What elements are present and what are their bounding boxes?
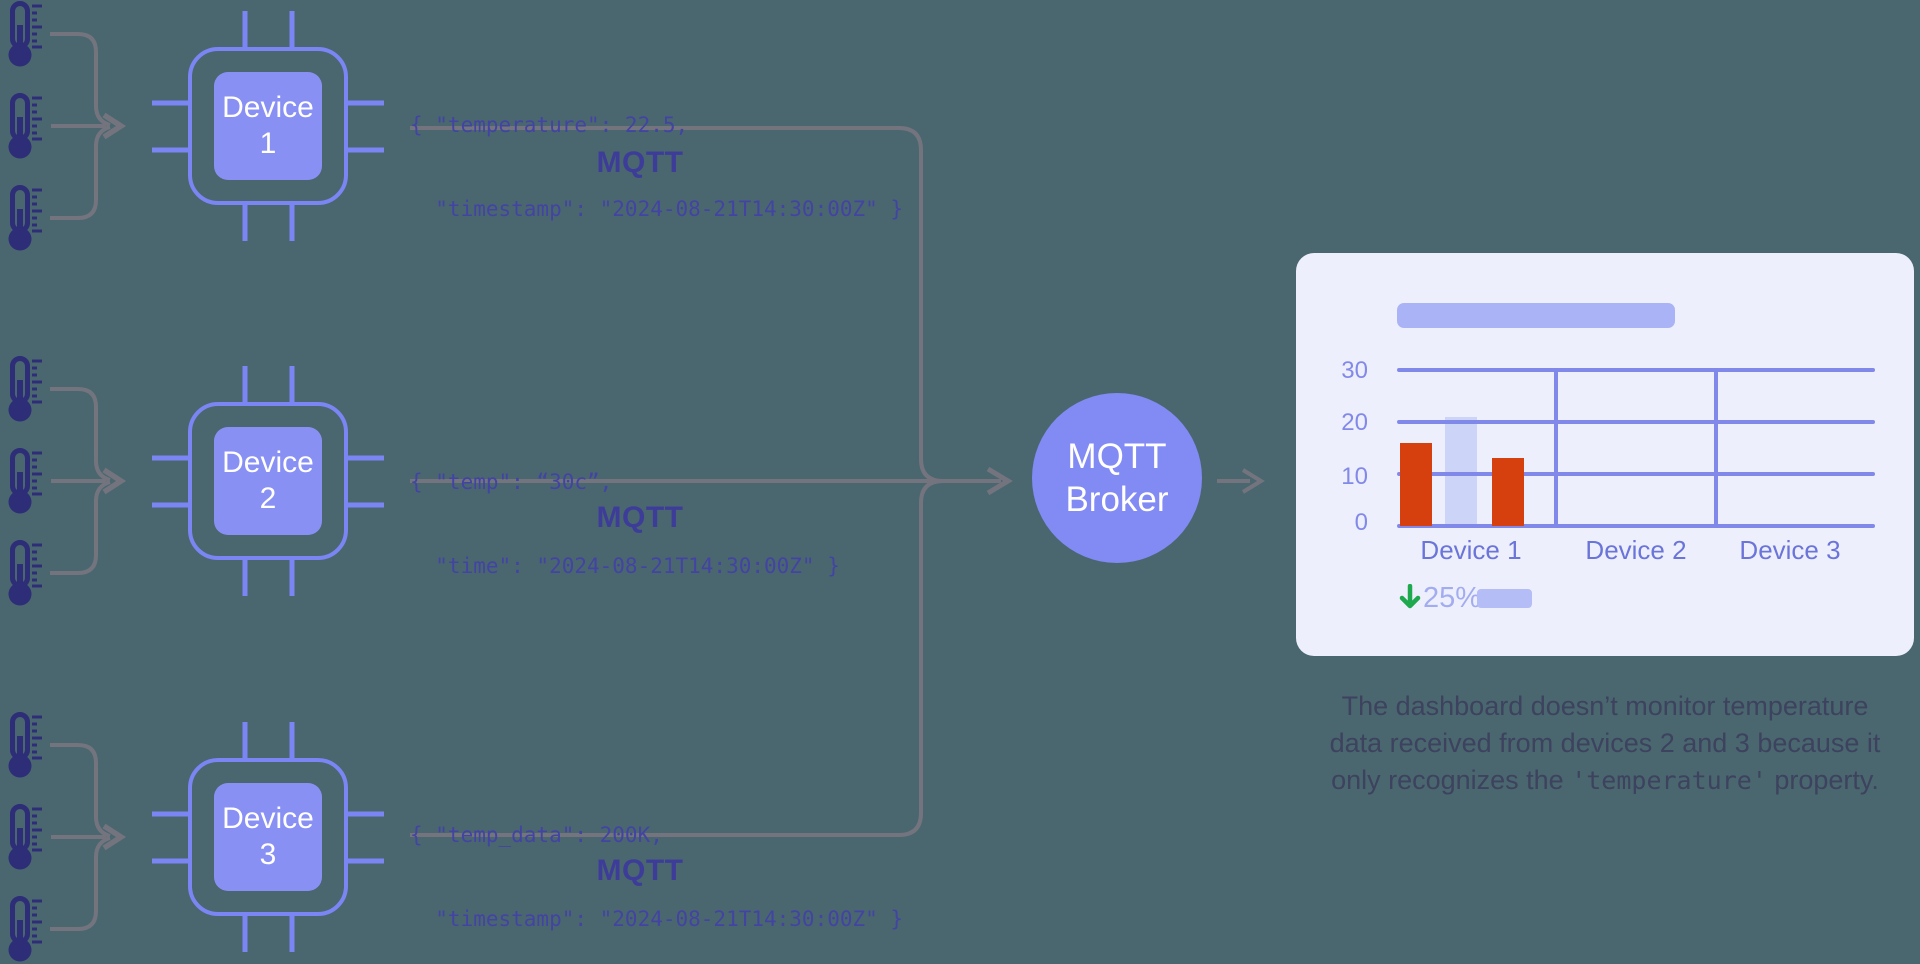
dashboard-card: 30 20 10 0 Device 1 Device 2 Device 3 25… xyxy=(1296,253,1914,656)
broker-to-dashboard-arrow xyxy=(1217,468,1265,494)
bar-device1-red-left xyxy=(1400,442,1432,526)
mqtt-protocol-label-3: MQTT xyxy=(596,854,684,887)
trend-label-placeholder xyxy=(1477,589,1532,608)
device3-chip: Device 3 xyxy=(188,758,348,916)
device2-chip: Device 2 xyxy=(188,402,348,560)
payload-line: "timestamp": "2024-08-21T14:30:00Z" } xyxy=(410,197,904,221)
device1-chip-core: Device 1 xyxy=(214,72,322,180)
thermometer-icon xyxy=(9,899,43,962)
device1-chip: Device 1 xyxy=(188,47,348,205)
sensor-group-2 xyxy=(9,359,127,606)
x-tick-label-device2: Device 2 xyxy=(1585,535,1687,565)
broker-label-line1: MQTT xyxy=(1067,437,1167,476)
payload-line: { "temp_data": 200K, xyxy=(410,823,663,847)
device2-chip-core: Device 2 xyxy=(214,427,322,535)
mqtt-protocol-label-1: MQTT xyxy=(596,146,684,179)
chip-pins-device2 xyxy=(152,366,384,596)
caption-line2: data received from devices 2 and 3 becau… xyxy=(1329,728,1881,758)
sensor-group-3 xyxy=(9,715,127,962)
sensor-merge-lines xyxy=(50,32,111,220)
mqtt-line-device3 xyxy=(410,479,944,837)
thermometer-icon xyxy=(9,188,43,251)
sensor-merge-lines xyxy=(50,743,111,931)
device3-number: 3 xyxy=(259,838,277,871)
thermometer-icon xyxy=(9,359,43,422)
dashboard-title-placeholder xyxy=(1397,303,1675,328)
device2-number: 2 xyxy=(259,482,277,515)
y-tick-label: 30 xyxy=(1341,357,1368,384)
mqtt-broker-node: MQTT Broker xyxy=(1032,393,1202,563)
gridline-20 xyxy=(1397,420,1875,424)
caption-line3: only recognizes the 'temperature' proper… xyxy=(1294,762,1916,799)
gridline-30 xyxy=(1397,368,1875,372)
thermometer-icon xyxy=(9,715,43,778)
broker-label-line2: Broker xyxy=(1065,480,1169,519)
mqtt-protocol-label-2: MQTT xyxy=(596,501,684,534)
arrowhead-icon xyxy=(1241,468,1265,494)
device1-label: Device xyxy=(222,91,314,124)
x-tick-label-device1: Device 1 xyxy=(1420,535,1522,565)
caption-text: The dashboard doesn’t monitor temperatur… xyxy=(1294,688,1916,799)
arrowhead-icon xyxy=(986,466,1013,496)
trend-down-arrow-icon xyxy=(1399,584,1421,609)
gridline-0 xyxy=(1397,524,1875,528)
sensor-group-1 xyxy=(9,4,127,251)
gridline-10 xyxy=(1397,472,1875,476)
thermometer-icon xyxy=(9,96,43,159)
bar-chart-plot xyxy=(1397,368,1875,528)
gridline-vertical-1 xyxy=(1554,370,1558,526)
chip-pins-device3 xyxy=(152,722,384,952)
y-tick-label: 10 xyxy=(1341,463,1368,490)
device3-payload: { "temp_data": 200K, "timestamp": "2024-… xyxy=(410,765,903,964)
caption-line1: The dashboard doesn’t monitor temperatur… xyxy=(1341,691,1869,721)
thermometer-icon xyxy=(9,4,43,67)
device1-payload: { "temperature": 22.5, "timestamp": "202… xyxy=(410,55,903,279)
thermometer-icon xyxy=(9,543,43,606)
device2-payload: { "temp": “30c”, "time": "2024-08-21T14:… xyxy=(410,412,840,636)
arrowhead-icon xyxy=(102,823,127,851)
bar-device1-highlight xyxy=(1445,416,1477,526)
y-tick-label: 0 xyxy=(1354,509,1368,536)
mqtt-bus-lines xyxy=(410,126,1001,837)
caption-line3-pre: only recognizes the xyxy=(1331,765,1572,795)
device2-label: Device xyxy=(222,446,314,479)
device3-chip-core: Device 3 xyxy=(214,783,322,891)
payload-line: "time": "2024-08-21T14:30:00Z" } xyxy=(410,554,840,578)
y-tick-label: 20 xyxy=(1341,409,1368,436)
arrowhead-icon xyxy=(102,112,127,140)
device1-number: 1 xyxy=(259,127,277,160)
trend-percent: 25% xyxy=(1423,582,1482,614)
payload-line: { "temperature": 22.5, xyxy=(410,113,689,137)
chip-pins-device1 xyxy=(152,11,384,241)
payload-line: { "temp": “30c”, xyxy=(410,470,613,494)
thermometer-icon xyxy=(9,451,43,514)
caption-line3-post: property. xyxy=(1766,765,1879,795)
sensor-merge-lines xyxy=(50,387,111,575)
device3-label: Device xyxy=(222,802,314,835)
caption-temperature-property-code: 'temperature' xyxy=(1571,766,1767,795)
mqtt-line-device1 xyxy=(410,126,944,483)
payload-line: "timestamp": "2024-08-21T14:30:00Z" } xyxy=(410,907,904,931)
bar-device1-red-right xyxy=(1492,458,1524,526)
arrowhead-icon xyxy=(102,467,127,495)
gridline-vertical-2 xyxy=(1714,370,1718,526)
x-tick-label-device3: Device 3 xyxy=(1739,535,1841,565)
thermometer-icon xyxy=(9,807,43,870)
